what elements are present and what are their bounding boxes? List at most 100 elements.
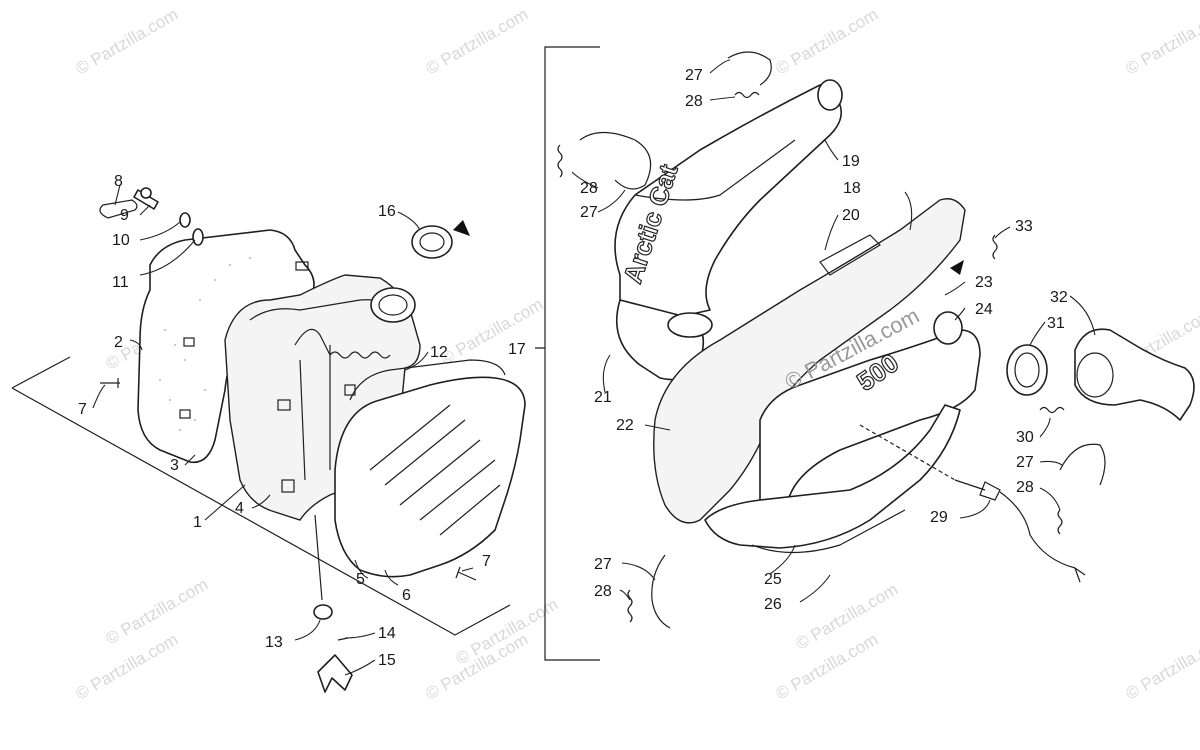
exhaust-spring xyxy=(557,144,563,178)
callout-22: 22 xyxy=(616,417,634,434)
retaining-strap xyxy=(579,131,652,190)
callout-18: 18 xyxy=(843,180,861,197)
callout-28: 28 xyxy=(685,93,703,110)
callout-15: 15 xyxy=(378,652,396,669)
direction-arrow-icon xyxy=(950,260,964,275)
callout-17: 17 xyxy=(508,341,526,358)
callout-19: 19 xyxy=(842,153,860,170)
mount-bolt xyxy=(133,187,159,210)
callout-16: 16 xyxy=(378,203,396,220)
retaining-strap xyxy=(727,51,772,86)
retainer-wire xyxy=(294,328,331,356)
callout-13: 13 xyxy=(265,634,283,651)
callout-3: 3 xyxy=(170,457,179,474)
exhaust-gasket-inner xyxy=(1014,352,1040,388)
callout-27: 27 xyxy=(1016,454,1034,471)
mount-tab xyxy=(281,479,295,493)
callout-12: 12 xyxy=(430,344,448,361)
watermark: © Partzilla.com xyxy=(773,630,882,704)
callout-28: 28 xyxy=(1016,479,1034,496)
front-shield-inner xyxy=(349,359,506,401)
front-heat-shield xyxy=(334,376,526,578)
exhaust-spring xyxy=(734,91,760,99)
callout-20: 20 xyxy=(842,207,860,224)
watermark: © Partzilla.com xyxy=(73,630,182,704)
callout-10: 10 xyxy=(112,232,130,249)
perforation-pattern xyxy=(159,257,251,431)
callout-32: 32 xyxy=(1050,289,1068,306)
callout-4: 4 xyxy=(235,500,244,517)
rivet-right xyxy=(455,566,477,581)
exhaust-spring xyxy=(992,234,998,260)
callout-9: 9 xyxy=(120,207,129,224)
mount-bracket xyxy=(317,654,353,693)
callout-31: 31 xyxy=(1047,315,1065,332)
callout-30: 30 xyxy=(1016,429,1034,446)
watermark: © Partzilla.com xyxy=(1123,5,1200,79)
shield-slot xyxy=(179,409,191,419)
silencer-inlet xyxy=(667,312,713,338)
callout-26: 26 xyxy=(764,596,782,613)
callout-27: 27 xyxy=(594,556,612,573)
watermark: © Partzilla.com xyxy=(438,295,547,369)
shield-slot xyxy=(183,337,195,347)
mount-tab xyxy=(277,399,291,411)
callout-28: 28 xyxy=(594,583,612,600)
clip-pin xyxy=(99,199,138,219)
direction-arrow-icon xyxy=(453,220,470,236)
muffler-assembly xyxy=(11,187,526,693)
muffler-outlet xyxy=(370,287,416,323)
callout-33: 33 xyxy=(1015,218,1033,235)
manifold-port xyxy=(1076,352,1114,398)
watermark: © Partzilla.com xyxy=(793,580,902,654)
watermark: © Partzilla.com xyxy=(73,5,182,79)
rivet-left xyxy=(100,378,120,388)
callout-14: 14 xyxy=(378,625,396,642)
upper-heat-shield xyxy=(819,234,881,276)
callout-2: 2 xyxy=(114,334,123,351)
watermark: © Partzilla.com xyxy=(423,5,532,79)
callout-24: 24 xyxy=(975,301,993,318)
muffler-seam xyxy=(299,345,331,481)
grommet xyxy=(192,228,204,246)
egt-sensor-wire xyxy=(999,491,1086,583)
silencer-body-line xyxy=(634,139,796,201)
callout-23: 23 xyxy=(975,274,993,291)
head-pipe xyxy=(759,329,981,512)
exhaust-spring xyxy=(1039,406,1065,414)
silencer-tip xyxy=(817,79,843,111)
callout-27: 27 xyxy=(685,67,703,84)
callout-1: 1 xyxy=(193,514,202,531)
watermark: © Partzilla.com xyxy=(773,5,882,79)
base-outline xyxy=(11,356,511,636)
expansion-chamber xyxy=(653,198,966,524)
callout-5: 5 xyxy=(356,571,365,588)
callout-27: 27 xyxy=(580,204,598,221)
shield-slot xyxy=(295,261,309,271)
callout-25: 25 xyxy=(764,571,782,588)
shield-ribs xyxy=(369,404,501,536)
hidden-line xyxy=(859,424,956,481)
callout-7-left: 7 xyxy=(78,401,87,418)
egt-sensor-probe xyxy=(954,479,1001,501)
callout-labels: 1 2 3 4 5 6 7 7 8 9 10 11 12 13 14 15 16… xyxy=(78,67,1068,669)
group-bracket xyxy=(535,46,600,661)
exhaust-pipe-assembly: Arctic Cat 500 xyxy=(535,46,1195,661)
drain-stud xyxy=(314,514,323,601)
outlet-grommet xyxy=(411,225,453,259)
shield-flange xyxy=(751,509,906,554)
retaining-strap xyxy=(651,554,671,629)
outlet-grommet-inner xyxy=(419,232,445,252)
callout-11: 11 xyxy=(112,274,129,291)
callout-8: 8 xyxy=(114,173,123,190)
washer xyxy=(179,212,191,228)
callout-29: 29 xyxy=(930,509,948,526)
mount-bushing xyxy=(313,604,333,620)
callout-28: 28 xyxy=(580,180,598,197)
callout-7-right: 7 xyxy=(482,553,491,570)
exhaust-spring xyxy=(1057,509,1063,535)
callout-leaders xyxy=(92,59,1096,676)
watermark: © Partzilla.com xyxy=(1123,630,1200,704)
callout-21: 21 xyxy=(594,389,612,406)
